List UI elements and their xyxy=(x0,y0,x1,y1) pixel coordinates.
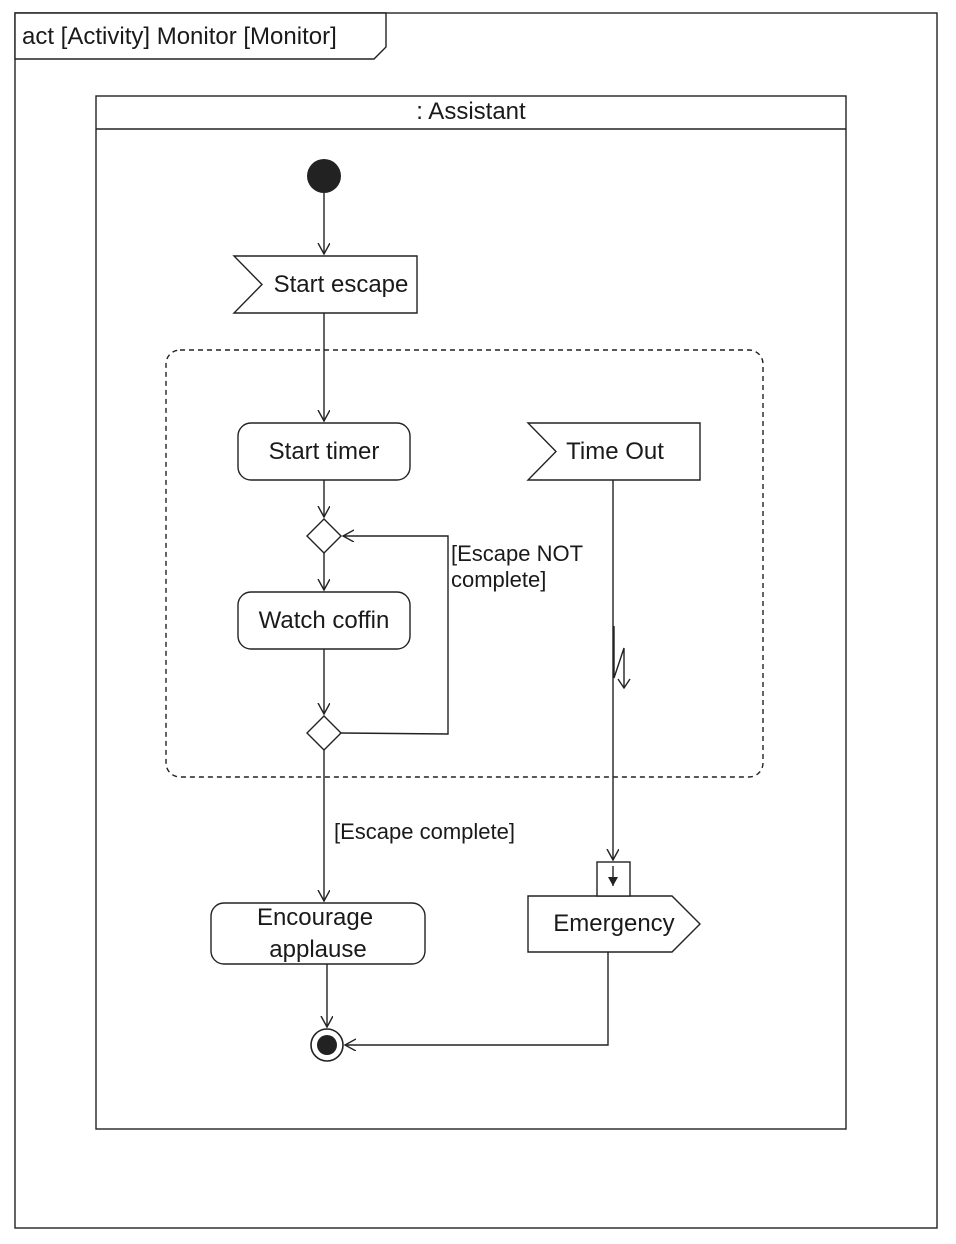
frame-label: act [Activity] Monitor [Monitor] xyxy=(22,23,337,50)
encourage-label-line1: Encourage xyxy=(257,904,373,931)
emergency-label: Emergency xyxy=(553,910,674,937)
start-timer-label: Start timer xyxy=(269,438,380,465)
time-out-node xyxy=(526,422,701,481)
interruptible-region xyxy=(165,349,764,778)
emergency-node xyxy=(527,895,701,953)
encourage-label-line2: applause xyxy=(269,936,366,963)
encourage-applause-node xyxy=(210,902,426,965)
initial-node xyxy=(307,159,341,193)
final-node-core xyxy=(317,1035,337,1055)
guard-escape-complete: [Escape complete] xyxy=(334,819,515,844)
guard-escape-not-complete-line1: [Escape NOT xyxy=(451,541,583,566)
edge-loop-escape-not-complete xyxy=(340,536,449,735)
guard-escape-not-complete-line2: complete] xyxy=(451,567,546,592)
interrupt-lightning-icon xyxy=(613,626,625,688)
activity-frame xyxy=(14,12,938,1229)
edge-emergency-to-final xyxy=(345,952,609,1045)
start-escape-label: Start escape xyxy=(274,271,409,298)
time-out-label: Time Out xyxy=(566,438,664,465)
merge-node xyxy=(306,518,342,554)
interrupt-lightning-arrowhead xyxy=(617,678,631,690)
watch-coffin-label: Watch coffin xyxy=(259,607,390,634)
start-escape-node xyxy=(232,255,418,314)
partition-box xyxy=(95,95,847,1130)
decision-node xyxy=(306,715,342,751)
partition-label: : Assistant xyxy=(416,98,526,125)
frame-label-tab xyxy=(14,12,387,60)
